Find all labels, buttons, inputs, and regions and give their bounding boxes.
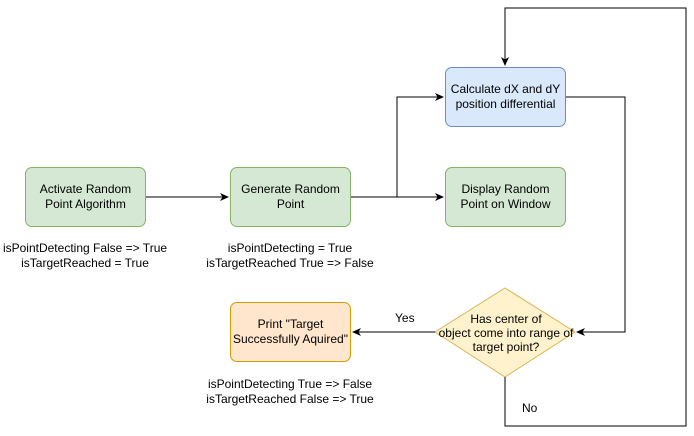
print-state-note: isPointDetecting True => False isTargetR… <box>200 377 380 407</box>
yes-edge-label: Yes <box>395 311 415 325</box>
display-node-line2: Point on Window <box>460 197 551 211</box>
generate-note-line2: isTargetReached True => False <box>206 256 374 270</box>
display-random-point-node: Display Random Point on Window <box>445 167 566 227</box>
decision-line2: object come into range of <box>438 326 574 340</box>
generate-node-line2: Point <box>276 197 305 211</box>
activate-node-line1: Activate Random <box>39 182 132 196</box>
decision-node-text: Has center of object come into range of … <box>436 312 576 354</box>
calculate-differential-node: Calculate dX and dY position differentia… <box>445 67 566 127</box>
activate-note-line1: isPointDetecting False => True <box>2 241 168 255</box>
no-edge-label: No <box>522 401 538 415</box>
calculate-node-line1: Calculate dX and dY <box>450 82 561 96</box>
edge-decision-calculate-loop <box>501 7 687 427</box>
decision-line3: target point? <box>472 340 540 354</box>
edge-calculate-decision <box>566 96 626 336</box>
print-note-line2: isTargetReached False => True <box>206 392 374 406</box>
generate-random-point-node: Generate Random Point <box>230 167 351 227</box>
print-node-line2: Successfully Aquired" <box>233 332 348 346</box>
calculate-node-line2: position differential <box>455 97 556 111</box>
activate-note-line2: isTargetReached = True <box>21 256 149 270</box>
generate-node-line1: Generate Random <box>241 182 340 196</box>
generate-state-note: isPointDetecting = True isTargetReached … <box>200 241 380 271</box>
activate-node-line2: Point Algorithm <box>45 197 126 211</box>
activate-state-note: isPointDetecting False => True isTargetR… <box>0 241 170 271</box>
print-note-line1: isPointDetecting True => False <box>207 377 373 391</box>
print-target-acquired-node: Print "Target Successfully Aquired" <box>230 302 351 362</box>
print-node-line1: Print "Target <box>257 317 324 331</box>
display-node-line1: Display Random <box>461 182 550 196</box>
decision-line1: Has center of <box>470 312 542 326</box>
edge-generate-calculate <box>396 93 444 197</box>
generate-note-line1: isPointDetecting = True <box>227 241 353 255</box>
activate-random-point-node: Activate Random Point Algorithm <box>25 167 146 227</box>
